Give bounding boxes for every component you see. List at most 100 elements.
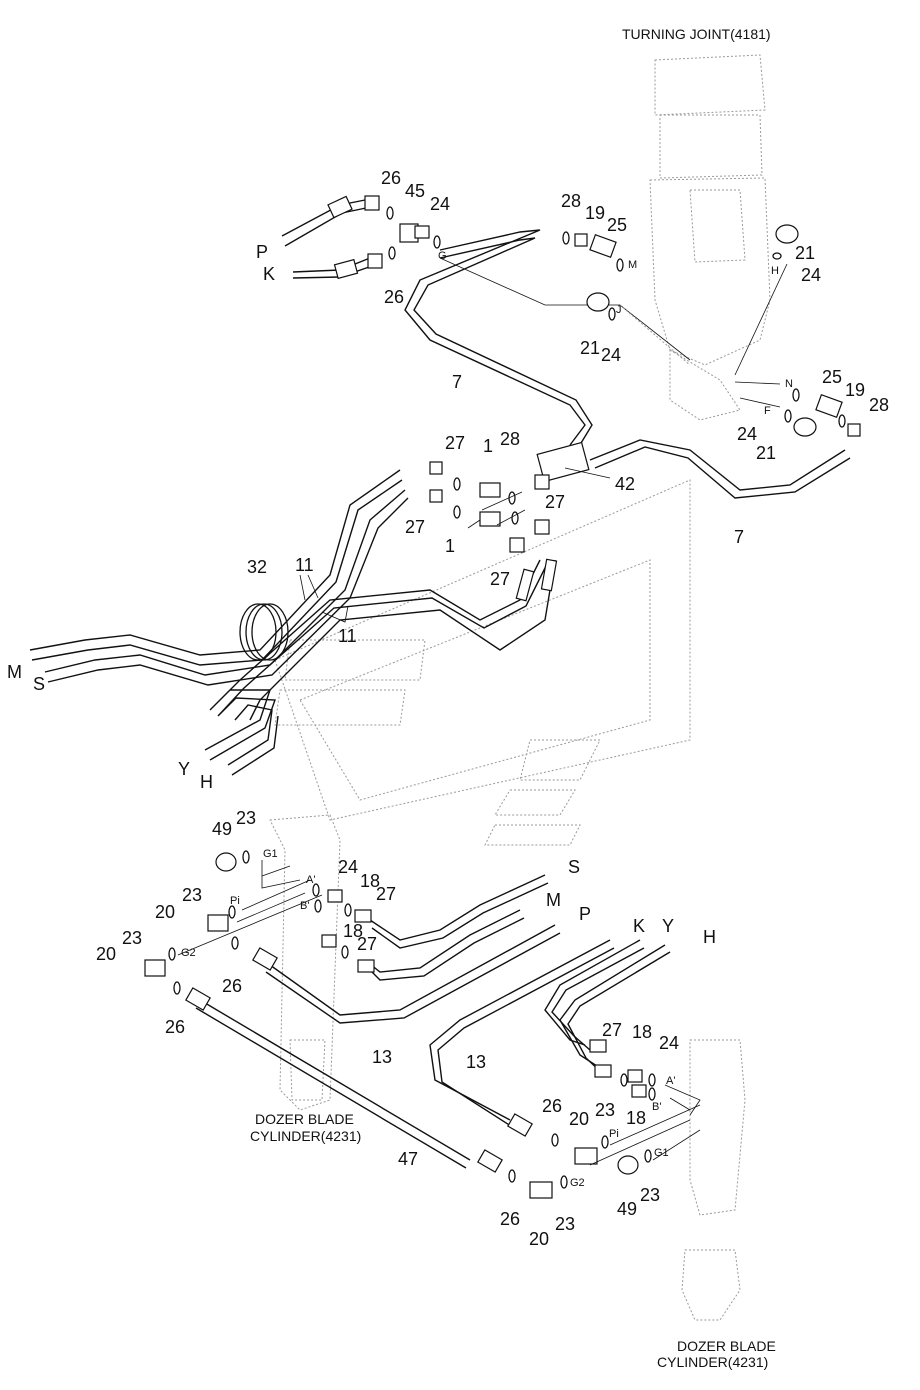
- part-number: 49: [617, 1199, 637, 1219]
- part-number: 7: [734, 527, 744, 547]
- port-label: G2: [570, 1177, 585, 1189]
- part-number: 26: [500, 1209, 520, 1229]
- part-number: 26: [542, 1096, 562, 1116]
- leader-lines: [177, 263, 788, 1166]
- part-number: 27: [545, 492, 565, 512]
- line-label-k-upper: K: [263, 264, 275, 284]
- part-number: 21: [756, 443, 776, 463]
- part-number: 23: [122, 928, 142, 948]
- port-label: F: [764, 405, 771, 417]
- line-label-s-lower: S: [568, 857, 580, 877]
- part-number: 24: [659, 1033, 679, 1053]
- part-number-callouts: 26 45 24 26 28 19 25 21 24 21 24 7 25 19…: [96, 168, 889, 1249]
- dozer-cylinder-right-caption-line2: CYLINDER(4231): [657, 1354, 768, 1370]
- part-number: 26: [165, 1017, 185, 1037]
- port-label: G: [438, 250, 447, 262]
- part-number: 27: [405, 517, 425, 537]
- part-number: 18: [632, 1022, 652, 1042]
- line-label-h-left: H: [200, 772, 213, 792]
- part-number: 32: [247, 557, 267, 577]
- port-label: B': [652, 1101, 661, 1113]
- part-number: 20: [529, 1229, 549, 1249]
- part-number: 21: [795, 243, 815, 263]
- part-number: 13: [466, 1052, 486, 1072]
- part-number: 28: [561, 191, 581, 211]
- line-label-p-upper: P: [256, 242, 268, 262]
- part-number: 7: [452, 372, 462, 392]
- part-number: 11: [295, 555, 314, 575]
- dozer-cylinder-left-caption-line1: DOZER BLADE: [255, 1111, 354, 1127]
- part-number: 18: [343, 921, 363, 941]
- part-number: 47: [398, 1149, 418, 1169]
- dozer-cylinder-left-caption-line2: CYLINDER(4231): [250, 1128, 361, 1144]
- part-number: 24: [338, 857, 358, 877]
- part-number: 24: [430, 194, 450, 214]
- part-number: 20: [96, 944, 116, 964]
- part-number: 23: [236, 808, 256, 828]
- port-label: G1: [654, 1147, 669, 1159]
- part-number: 23: [640, 1185, 660, 1205]
- line-label-h-lower: H: [703, 927, 716, 947]
- part-number: 21: [580, 338, 600, 358]
- part-number: 23: [182, 885, 202, 905]
- part-number: 24: [737, 424, 757, 444]
- line-labels: P K M S Y H S M P K Y H: [7, 242, 716, 947]
- dozer-cylinder-left-outline: [269, 814, 341, 1111]
- line-label-y-left: Y: [178, 759, 190, 779]
- part-number: 24: [601, 345, 621, 365]
- part-number: 18: [626, 1108, 646, 1128]
- part-number: 45: [405, 181, 425, 201]
- port-label: A': [306, 874, 315, 886]
- line-label-k-lower: K: [633, 916, 645, 936]
- part-number: 28: [869, 395, 889, 415]
- part-number: 26: [381, 168, 401, 188]
- port-label: Pi: [230, 895, 240, 907]
- part-number: 1: [483, 436, 493, 456]
- part-number: 27: [357, 934, 377, 954]
- part-number: 19: [585, 203, 605, 223]
- frame-outline: [274, 479, 691, 846]
- turning-joint-outline: [649, 54, 771, 421]
- part-number: 18: [360, 871, 380, 891]
- fittings: [144, 195, 861, 1199]
- part-number: 25: [607, 215, 627, 235]
- pipe-routes: [29, 199, 851, 1169]
- dozer-cylinder-right-caption-line1: DOZER BLADE: [677, 1338, 776, 1354]
- part-number: 26: [222, 976, 242, 996]
- dozer-cylinder-right-outline: [681, 1039, 746, 1321]
- line-label-m-lower: M: [546, 890, 561, 910]
- turning-joint-caption: TURNING JOINT(4181): [622, 26, 771, 42]
- part-number: 23: [595, 1100, 615, 1120]
- part-number: 20: [155, 902, 175, 922]
- line-label-p-lower: P: [579, 904, 591, 924]
- part-number: 23: [555, 1214, 575, 1234]
- port-label: H: [771, 265, 779, 277]
- part-number: 49: [212, 819, 232, 839]
- port-label: A': [666, 1075, 675, 1087]
- line-label-y-lower: Y: [662, 916, 674, 936]
- port-label: B': [300, 900, 309, 912]
- part-number: 19: [845, 380, 865, 400]
- part-number: 42: [615, 474, 635, 494]
- line-label-m-left: M: [7, 662, 22, 682]
- part-number: 25: [822, 367, 842, 387]
- part-number: 13: [372, 1047, 392, 1067]
- port-labels: G M J H N F G1 A' B' Pi G2 Pi A' B' G1 G…: [181, 250, 793, 1189]
- part-number: 28: [500, 429, 520, 449]
- o-rings: [168, 206, 846, 1189]
- part-number: 11: [338, 626, 357, 646]
- part-number: 1: [445, 536, 455, 556]
- part-number: 20: [569, 1109, 589, 1129]
- clamp-32: [239, 603, 289, 661]
- port-label: G2: [181, 947, 196, 959]
- part-number: 27: [376, 884, 396, 904]
- port-label: G1: [263, 848, 278, 860]
- port-label: M: [628, 259, 637, 271]
- line-label-s-left: S: [33, 674, 45, 694]
- part-number: 27: [602, 1020, 622, 1040]
- part-number: 24: [801, 265, 821, 285]
- port-label: N: [785, 378, 793, 390]
- port-label: Pi: [609, 1128, 619, 1140]
- port-label: J: [616, 304, 622, 316]
